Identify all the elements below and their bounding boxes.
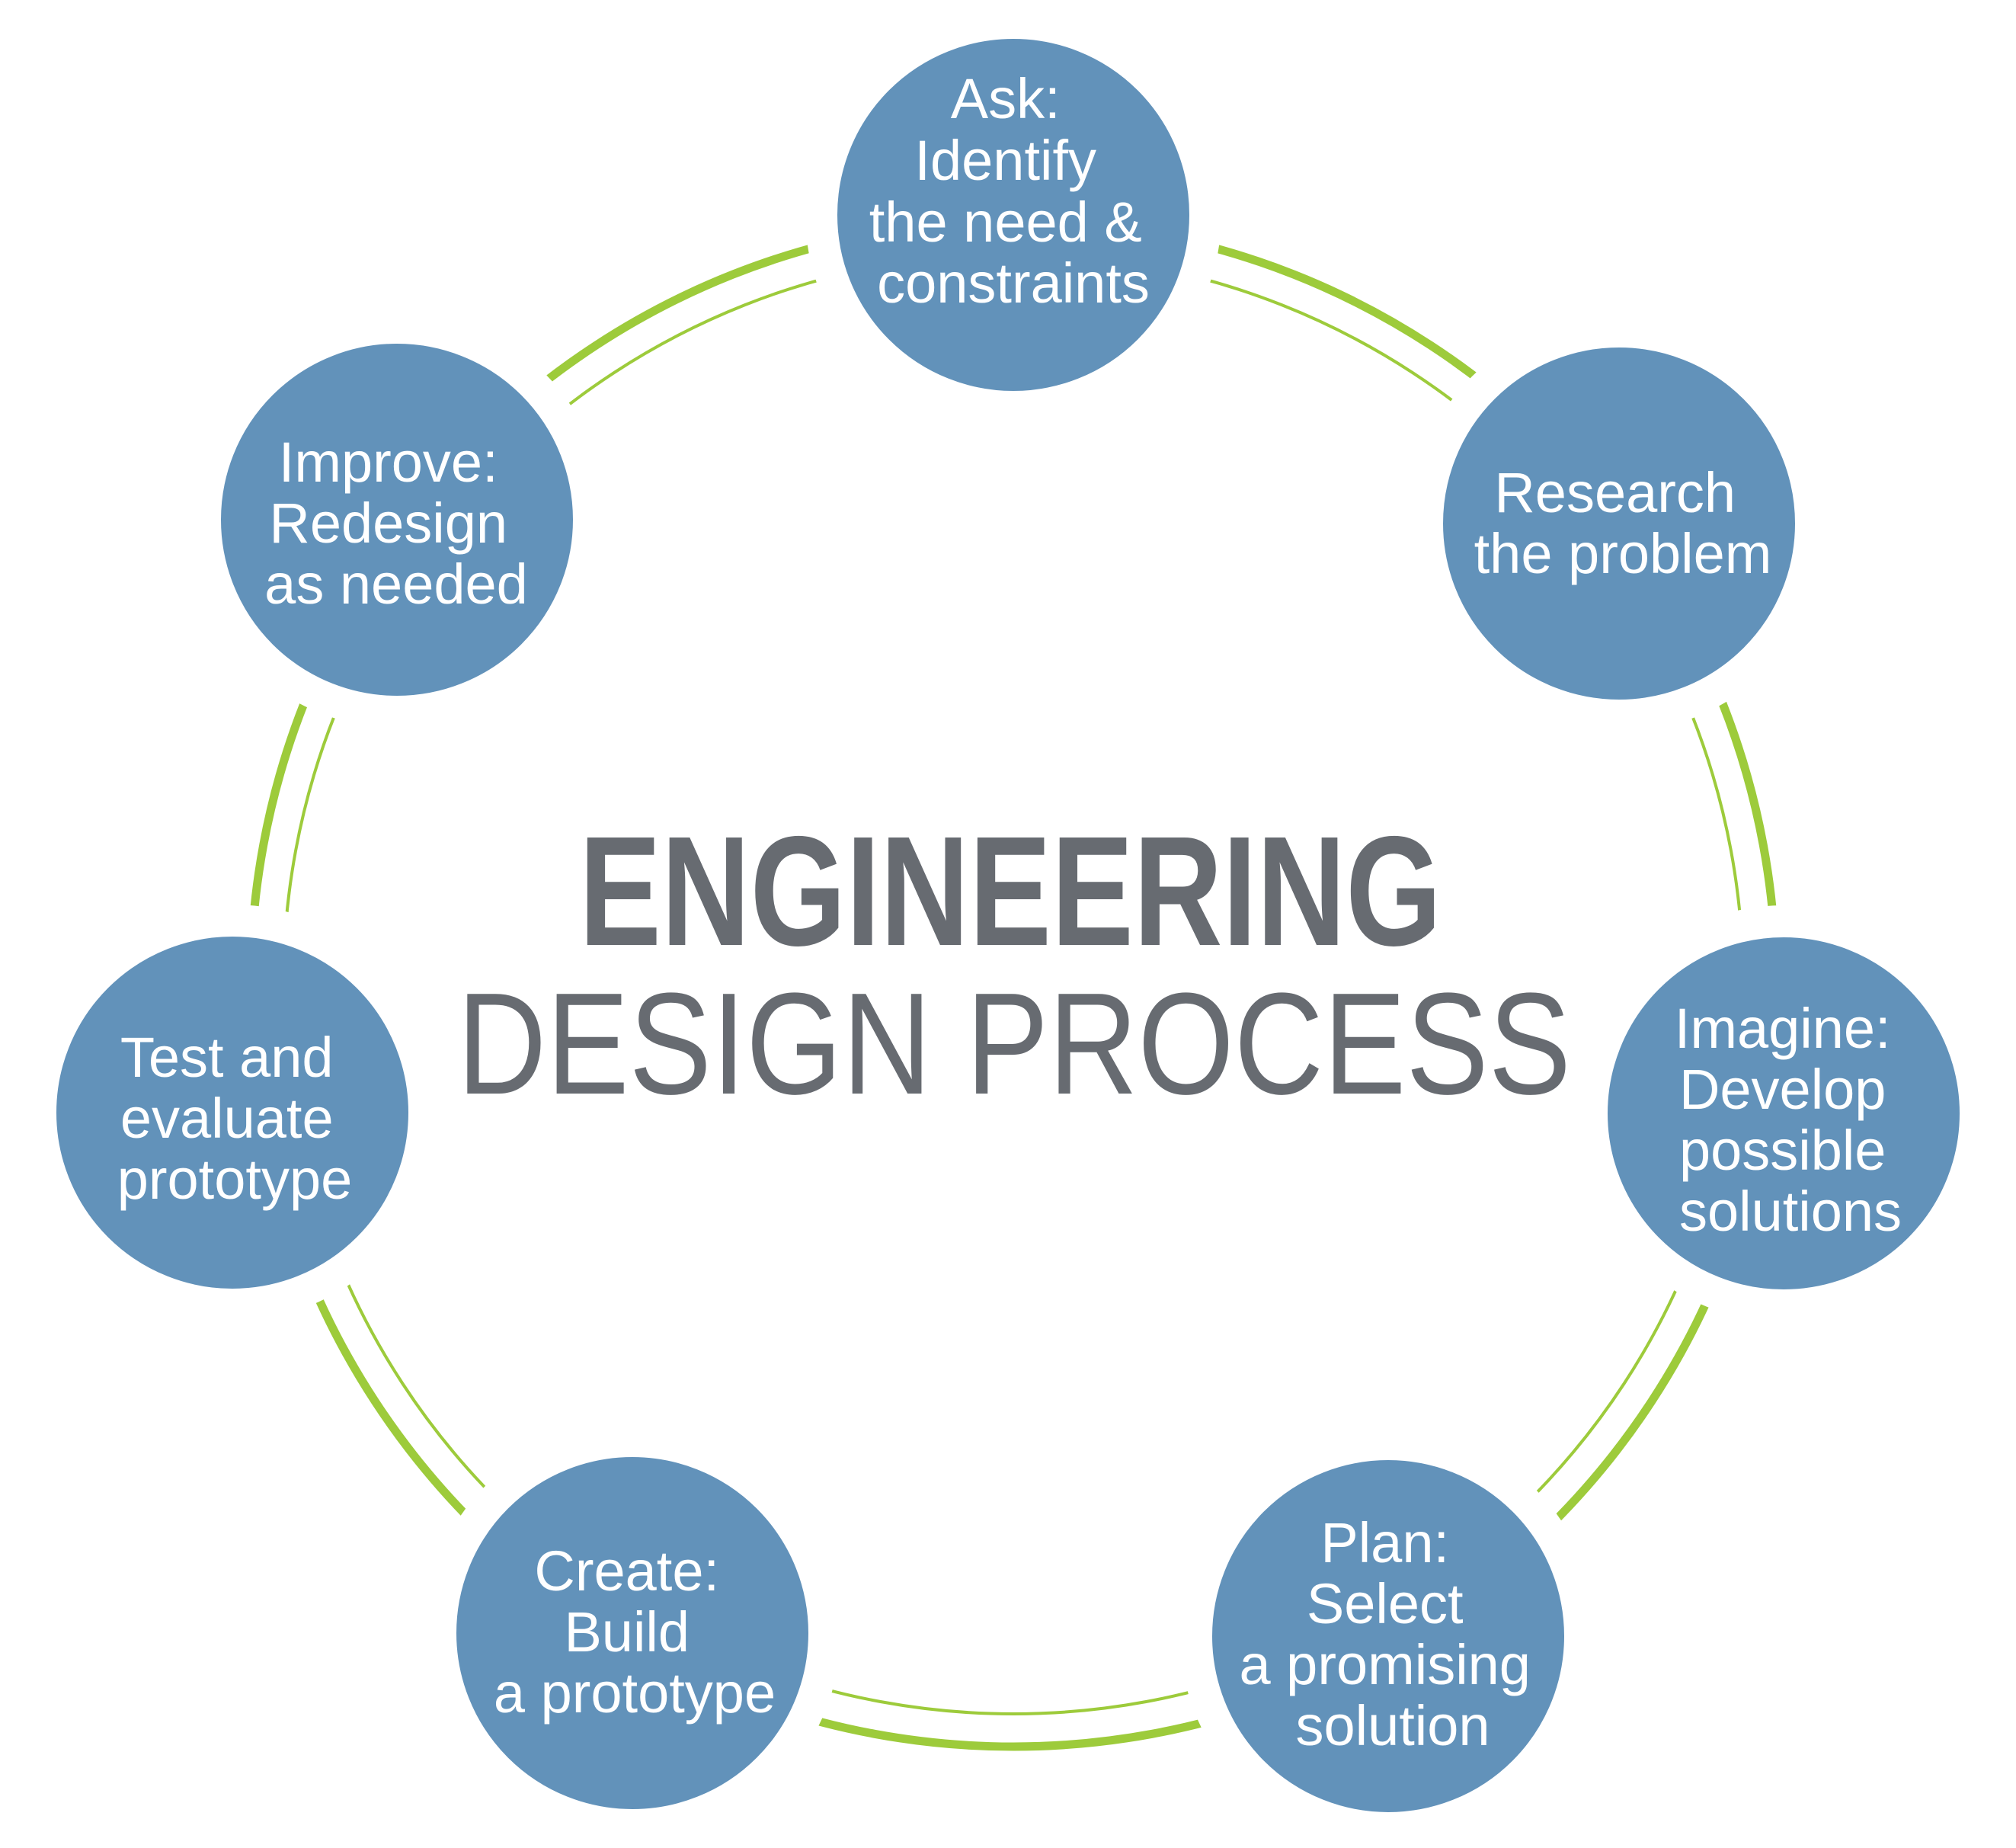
step-label: Create: Build a prototype [494,1539,776,1725]
step-node [24,905,440,1321]
step-label: Research the problem [1474,461,1772,585]
step-improve: Improve: Redesign as needed [189,312,605,728]
title-design-process: DESIGN PROCESS [457,963,1571,1125]
step-node [189,312,605,728]
step-node [424,1425,840,1841]
step-node [1180,1428,1596,1844]
step-test: Test and evaluate prototype [24,905,440,1321]
step-node [1411,315,1827,732]
title-engineering: ENGINEERING [579,804,1442,978]
title: ENGINEERING DESIGN PROCESS [457,804,1571,1125]
step-create: Create: Build a prototype [424,1425,840,1841]
step-label: Improve: Redesign as needed [264,431,528,616]
step-label: Imagine: Develop possible solutions [1675,997,1906,1243]
step-node [805,7,1221,423]
step-ask: Ask: Identify the need & constraints [805,7,1221,423]
step-plan: Plan: Select a promising solution [1180,1428,1596,1844]
step-node [1576,905,1992,1321]
step-label: Plan: Select a promising solution [1239,1511,1546,1757]
step-label: Test and evaluate prototype [117,1026,353,1211]
step-label: Ask: Identify the need & constraints [869,67,1158,315]
step-research: Research the problem [1411,315,1827,732]
step-imagine: Imagine: Develop possible solutions [1576,905,1992,1321]
